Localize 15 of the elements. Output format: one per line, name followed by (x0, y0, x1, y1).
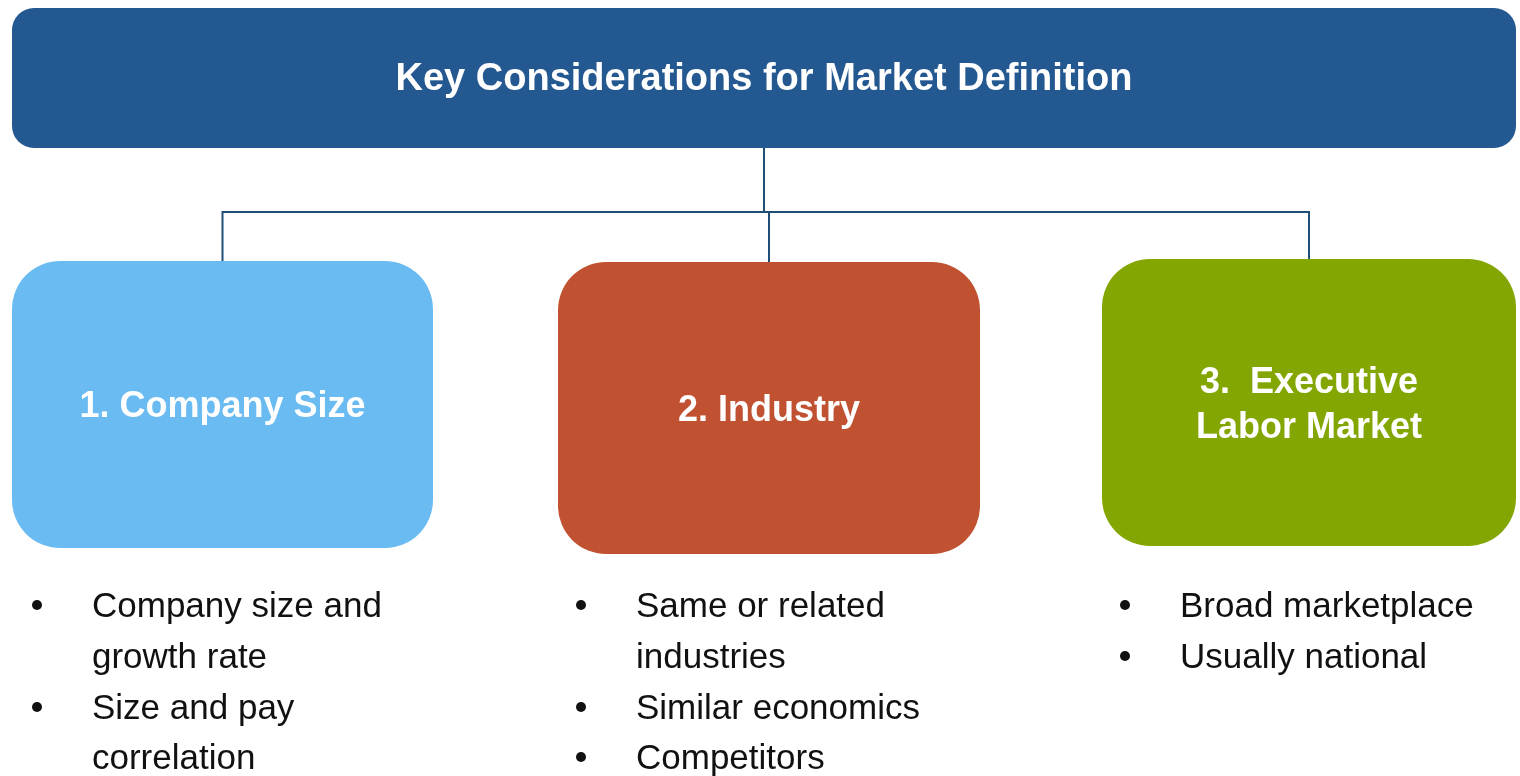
category-card (558, 262, 980, 554)
bullet-text: Size and pay correlation (92, 686, 295, 776)
bullet-text: Same or related industries (636, 585, 886, 675)
card-title: 3. Executive Labor Market (1194, 358, 1424, 448)
bullet-text: Broad marketplace (1180, 585, 1474, 624)
card-title: 1. Company Size (79, 383, 366, 427)
bullet-text: Company size and growth rate (92, 585, 382, 675)
bullet-text: Similar economics (636, 686, 920, 726)
bullet-text: Competitors (636, 737, 825, 776)
category-card (12, 261, 433, 548)
card-title: 2. Industry (677, 386, 860, 431)
header-bar (12, 8, 1516, 148)
title-text: Key Considerations for Market Definition (395, 55, 1133, 101)
category-card (1102, 259, 1516, 546)
bullet-text: Usually national (1180, 635, 1428, 675)
